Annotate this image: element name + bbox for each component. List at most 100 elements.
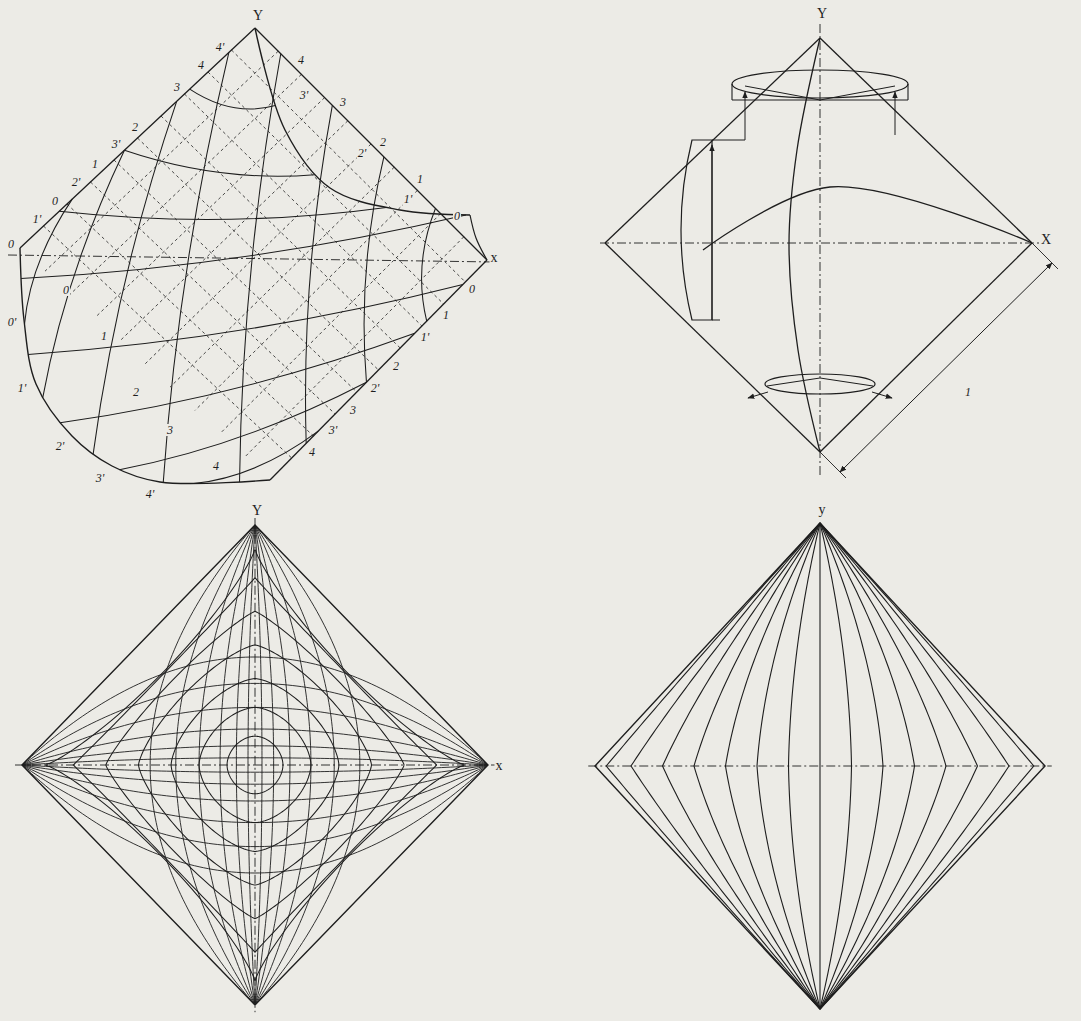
grid-line [208, 72, 444, 304]
field-line [150, 525, 255, 1005]
mesh-curve [59, 207, 386, 219]
arrow-line [895, 92, 896, 135]
field-line [22, 765, 488, 873]
point-label: 4 [308, 446, 316, 458]
mesh-curve [163, 52, 229, 482]
lens-curve [631, 523, 820, 1009]
point-label: 2 [131, 121, 139, 133]
field-line [220, 525, 255, 1005]
grid-line [138, 138, 379, 370]
field-line [22, 729, 488, 765]
line [731, 84, 732, 100]
line [820, 86, 895, 100]
level-curve [199, 707, 311, 822]
field-line [22, 707, 488, 765]
point-label: 4 [197, 59, 205, 71]
mesh-curve [364, 157, 384, 382]
point-label: 3' [328, 424, 339, 436]
field-line [22, 765, 488, 784]
level-curve [171, 679, 339, 852]
mesh-curve [190, 89, 276, 109]
mesh-curve [305, 105, 332, 443]
field-line [22, 765, 488, 847]
point-label: 0 [453, 210, 461, 222]
axis-line [820, 24, 821, 478]
axis-label: Y [816, 7, 828, 21]
point-label: 4 [212, 460, 220, 472]
point-label: 2' [370, 382, 381, 394]
line [712, 320, 720, 321]
point-label: 2 [132, 386, 140, 398]
axis-line [255, 518, 256, 1012]
point-label: 2' [357, 147, 368, 159]
field-line [236, 525, 255, 1005]
axis-label: Y [252, 9, 264, 23]
outline-curve [255, 28, 470, 215]
field-line [22, 657, 488, 765]
construction-figure [600, 24, 1058, 478]
axis-label: Y [251, 504, 263, 518]
point-label: 0 [62, 284, 70, 296]
point-label: 2 [379, 136, 387, 148]
point-label: 3' [95, 472, 106, 484]
point-label: 1 [964, 386, 972, 398]
point-label: 1' [32, 213, 43, 225]
field-line [22, 765, 488, 772]
line [712, 140, 745, 141]
point-label: 1 [416, 173, 424, 185]
arrow-line [872, 392, 892, 398]
point-label: 1' [403, 193, 414, 205]
level-curve [45, 549, 464, 981]
arrow-line [748, 392, 768, 398]
lens-curve [757, 523, 820, 1009]
lens-curve [820, 523, 883, 1009]
point-label: 3' [299, 89, 310, 101]
field-line [22, 683, 488, 765]
lens-curve [820, 523, 852, 1009]
mesh-curve [124, 150, 314, 176]
level-curve [73, 578, 436, 952]
grid-line [232, 50, 466, 282]
mesh-curve [28, 284, 463, 354]
field-line [199, 525, 255, 1005]
field-line [255, 525, 360, 1005]
arrow-line [745, 92, 746, 135]
lens-curve [606, 523, 820, 1009]
line [767, 378, 820, 386]
field-line [22, 746, 488, 765]
level-curve [139, 645, 372, 885]
arrow-line [712, 145, 713, 320]
field-line [176, 525, 255, 1005]
lens-curve [663, 523, 821, 1009]
lens-curve [789, 523, 821, 1009]
field-line [255, 525, 311, 1005]
point-label: 0 [468, 283, 476, 295]
point-label: 1' [420, 331, 431, 343]
line [820, 378, 873, 386]
lens-curve-figure [588, 523, 1052, 1009]
point-label: 0 [51, 195, 59, 207]
point-label: 2 [392, 360, 400, 372]
edge-line [820, 243, 1032, 452]
point-label: 4' [145, 488, 156, 500]
point-label: 3 [166, 424, 174, 436]
point-label: 3 [173, 81, 181, 93]
axis-label: x [495, 759, 504, 773]
axis-line [819, 523, 820, 1009]
point-label: 4' [215, 41, 226, 53]
ellipse [765, 374, 875, 394]
mesh-curve [93, 101, 177, 454]
point-label: 3 [349, 404, 357, 416]
line [907, 84, 908, 100]
lens-curve [820, 523, 1034, 1009]
oblique-surface-mesh [8, 28, 495, 484]
mesh-curve [21, 215, 466, 279]
edge-line [820, 38, 1032, 243]
level-curve [106, 611, 404, 918]
point-label: 2' [55, 440, 66, 452]
field-line [22, 765, 488, 823]
grid-line [195, 190, 417, 410]
field-line [255, 525, 262, 1005]
